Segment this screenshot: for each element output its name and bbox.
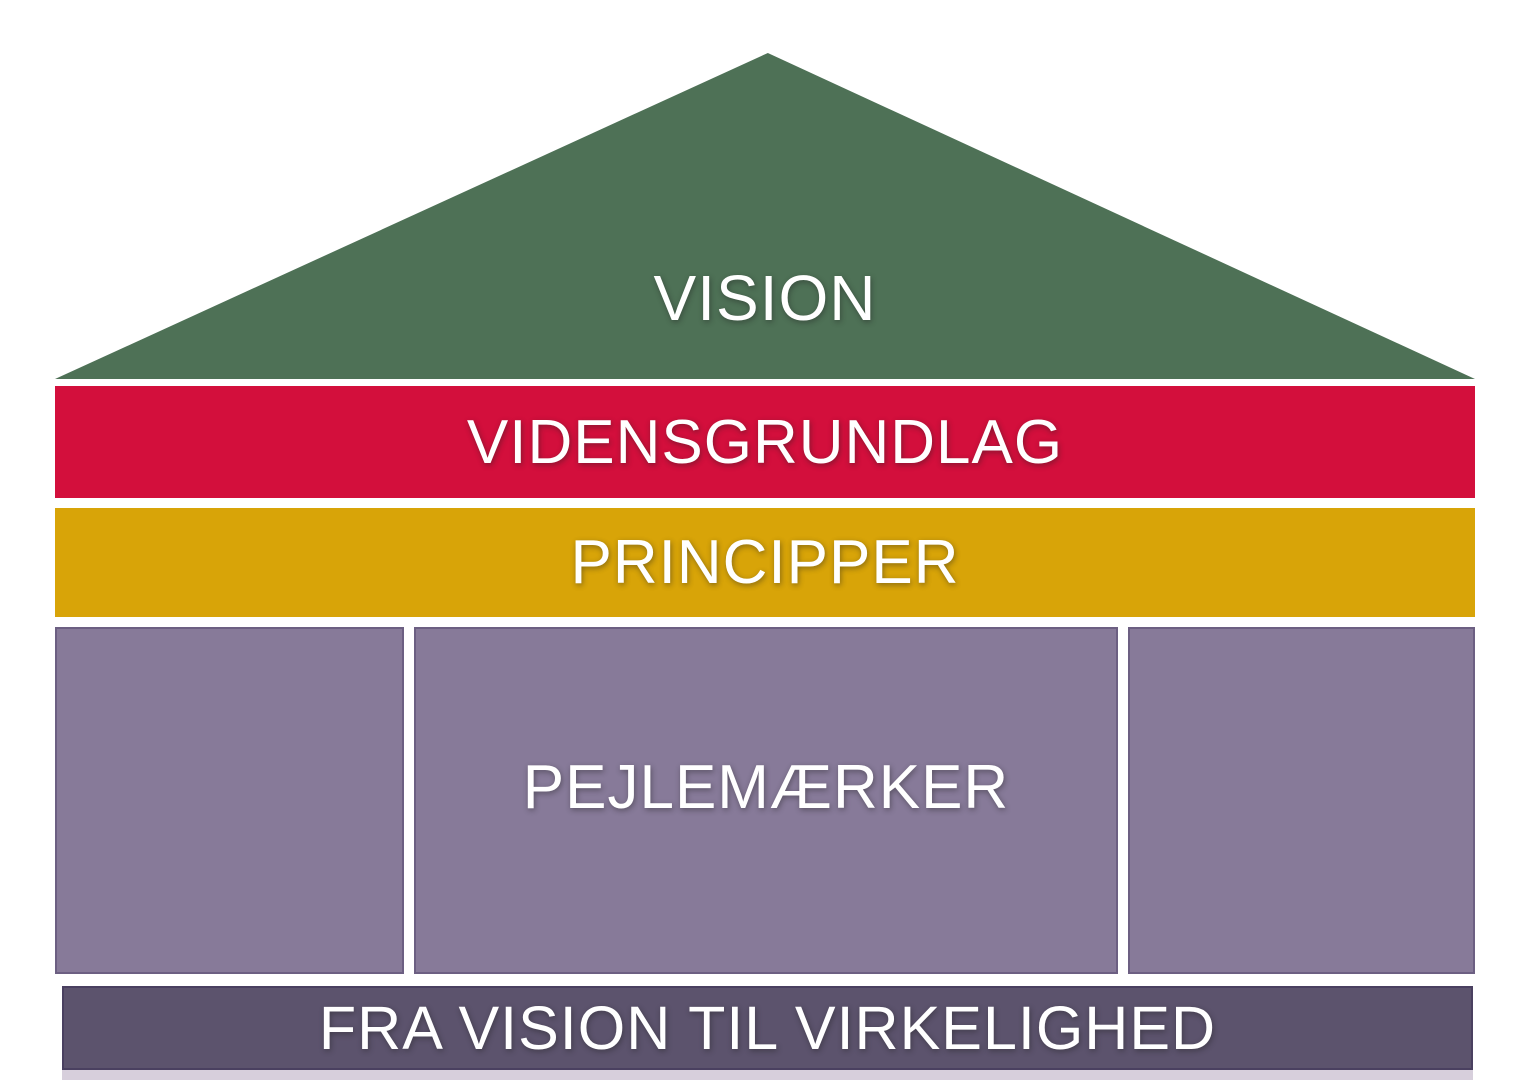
vision-label: VISION bbox=[653, 262, 877, 334]
foundation-band: FRA VISION TIL VIRKELIGHED bbox=[62, 986, 1473, 1070]
roof-triangle: VISION bbox=[55, 53, 1475, 379]
vidensgrundlag-band: VIDENSGRUNDLAG bbox=[55, 386, 1475, 498]
pejlemaerker-label: PEJLEMÆRKER bbox=[522, 753, 1010, 822]
fundament-label: FRA VISION TIL VIRKELIGHED bbox=[318, 994, 1217, 1062]
pillar-left bbox=[55, 627, 404, 974]
middle-divider-top-segment bbox=[1119, 627, 1128, 719]
pillar-middle-pair: PEJLEMÆRKER bbox=[414, 627, 1128, 978]
middle-divider-bottom-segment bbox=[1119, 829, 1128, 978]
principper-band: PRINCIPPER bbox=[55, 508, 1475, 617]
pillars-row: PEJLEMÆRKER bbox=[55, 627, 1475, 978]
vidensgrundlag-label: VIDENSGRUNDLAG bbox=[466, 407, 1064, 477]
principper-label: PRINCIPPER bbox=[570, 528, 960, 597]
pillar-right bbox=[1128, 627, 1475, 974]
foundation-shadow-strip bbox=[62, 1070, 1473, 1080]
